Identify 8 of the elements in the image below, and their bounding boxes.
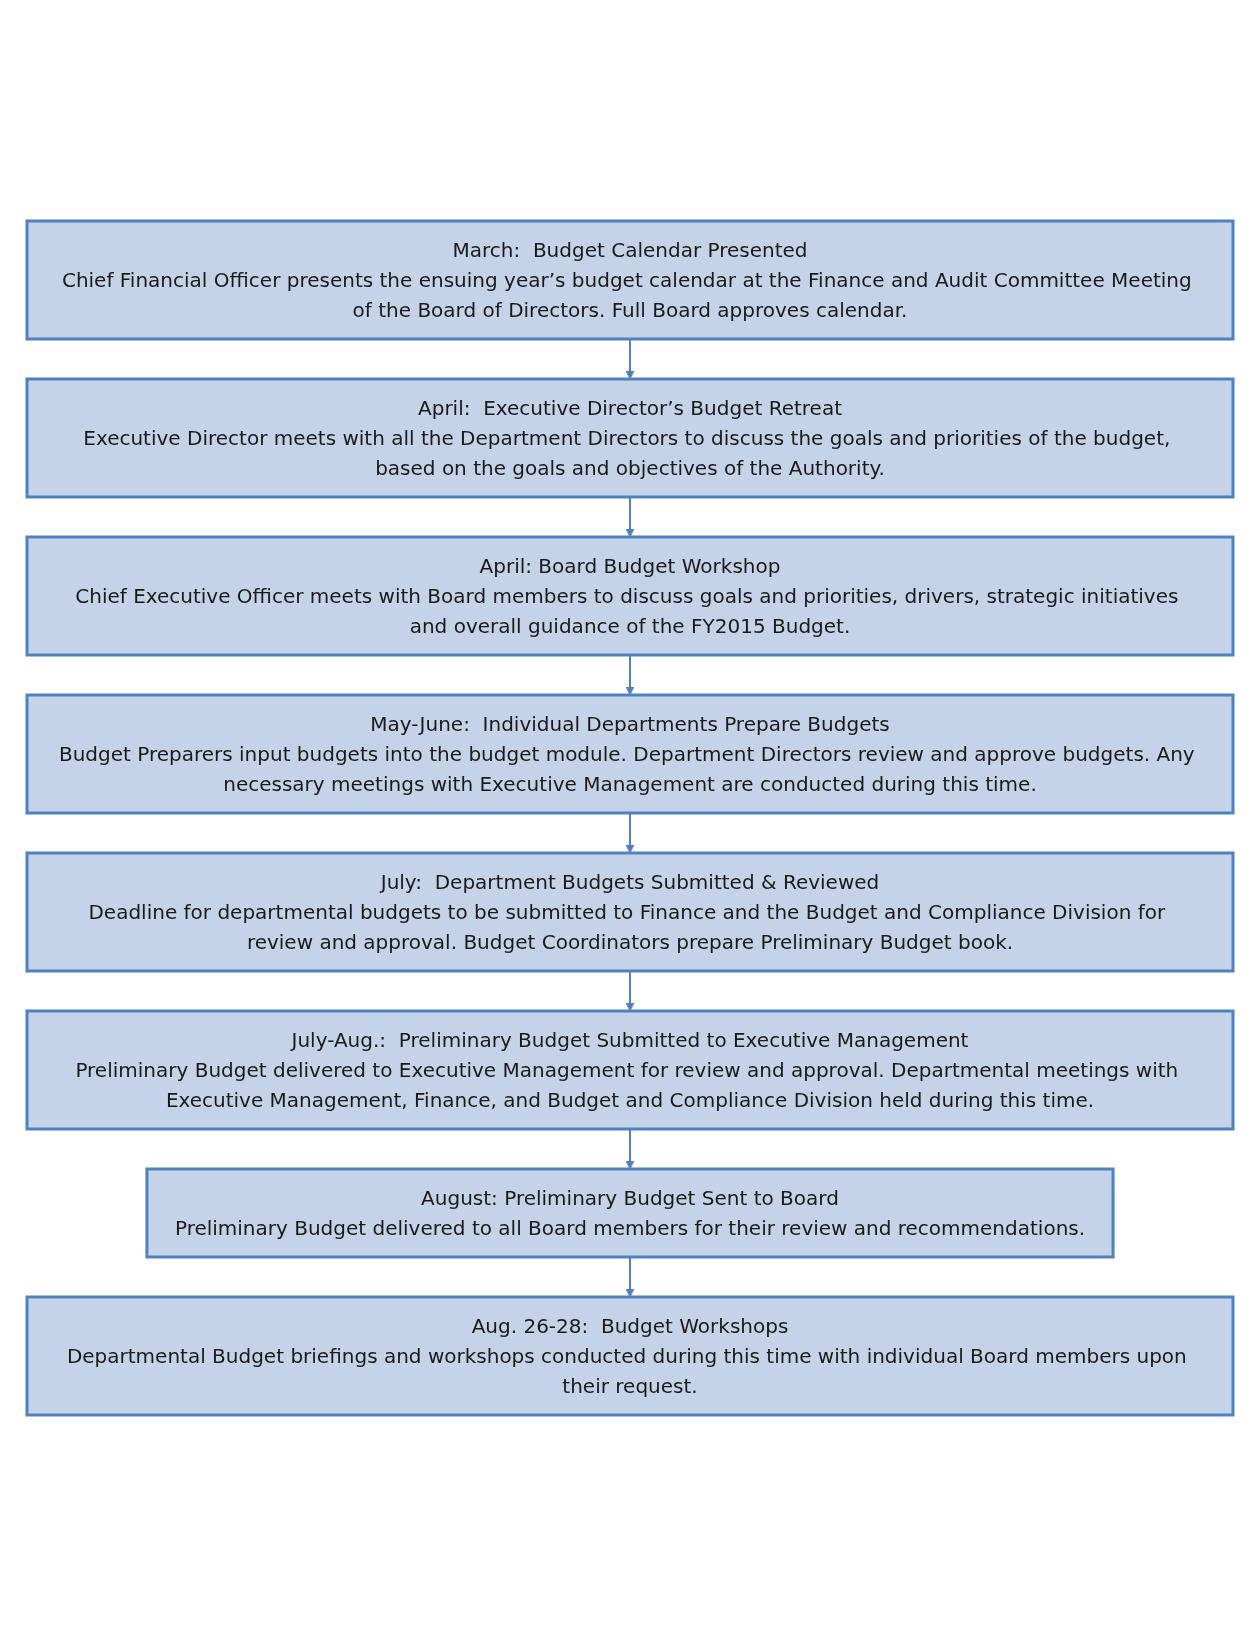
node-box: May-June: Individual Departments Prepare Budgets Budget Preparers input budgets into the budget module. Department Directors review and approve budgets. Any necessary meetings with Executive Management are conducted during this time. bbox=[25, 693, 1235, 814]
node-box: Aug. 26-28: Budget Workshops Departmental Budget briefings and workshops conducted during this time with individual Board members upon their request. bbox=[25, 1295, 1235, 1416]
node-box: July-Aug.: Preliminary Budget Submitted to Executive Management Preliminary Budget delivered to Executive Management for review and approval. Departmental meetings with Executive Management, Finance, and Budget and Compliance Division held during this time. bbox=[25, 1009, 1235, 1130]
node-box: August: Preliminary Budget Sent to Board Preliminary Budget delivered to all Board members for their review and recommendations. bbox=[145, 1167, 1115, 1258]
node-box: March: Budget Calendar Presented Chief Financial Officer presents the ensuing year’s budget calendar at the Finance and Audit Committee Meeting of the Board of Directors. Full Board approves calendar. bbox=[25, 219, 1235, 340]
node-box: July: Department Budgets Submitted & Reviewed Deadline for departmental budgets to be submitted to Finance and the Budget and Compliance Division for review and approval. Budget Coordinators prepare Preliminary Budget book. bbox=[25, 851, 1235, 972]
node-box: April: Board Budget Workshop Chief Executive Officer meets with Board members to discuss goals and priorities, drivers, strategic initiatives and overall guidance of the FY2015 Budget. bbox=[25, 535, 1235, 656]
node-box: April: Executive Director’s Budget Retreat Executive Director meets with all the Department Directors to discuss the goals and priorities of the budget, based on the goals and objectives of the Authority. bbox=[25, 377, 1235, 498]
